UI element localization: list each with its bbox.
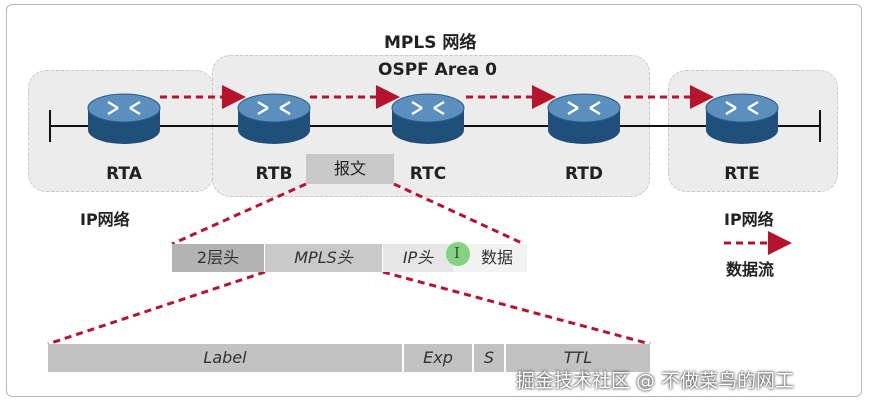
ttl-field: TTL	[506, 344, 650, 372]
router-label-rtc: RTC	[409, 164, 447, 184]
text-cursor-icon: I	[454, 244, 460, 262]
label-field: Label	[48, 344, 404, 372]
exp-field: Exp	[404, 344, 474, 372]
data-field: 数据	[453, 244, 527, 272]
watermark-text: 掘金技术社区 @ 不做菜鸟的网工	[516, 370, 795, 392]
router-label-rte: RTE	[724, 164, 760, 184]
router-icon	[705, 93, 779, 144]
mpls-header-field: MPLS头	[265, 244, 383, 272]
ip-network-right-label: IP网络	[724, 210, 774, 229]
ip-network-left-label: IP网络	[80, 210, 130, 229]
router-icon	[237, 93, 311, 144]
legend-label: 数据流	[726, 260, 775, 279]
layer2-header-field: 2层头	[172, 244, 265, 272]
router-label-rtd: RTD	[564, 164, 604, 184]
packet-label: 报文	[306, 154, 394, 184]
router-icon	[547, 93, 621, 144]
zoom-line-mpls-left	[47, 270, 266, 346]
ospf-area-label: OSPF Area 0	[378, 60, 497, 80]
cursor-highlight	[446, 242, 470, 266]
router-icon	[391, 93, 465, 144]
zoom-line-packet-right	[393, 182, 525, 246]
ip-header-field: IP头	[383, 244, 453, 272]
router-label-rta: RTA	[106, 164, 142, 184]
zoom-line-mpls-right	[382, 270, 651, 346]
mpls-network-title: MPLS 网络	[384, 33, 477, 53]
router-label-rtb: RTB	[255, 164, 293, 184]
router-icon	[87, 93, 161, 144]
s-field: S	[474, 344, 506, 372]
zoom-line-packet-left	[171, 182, 307, 246]
